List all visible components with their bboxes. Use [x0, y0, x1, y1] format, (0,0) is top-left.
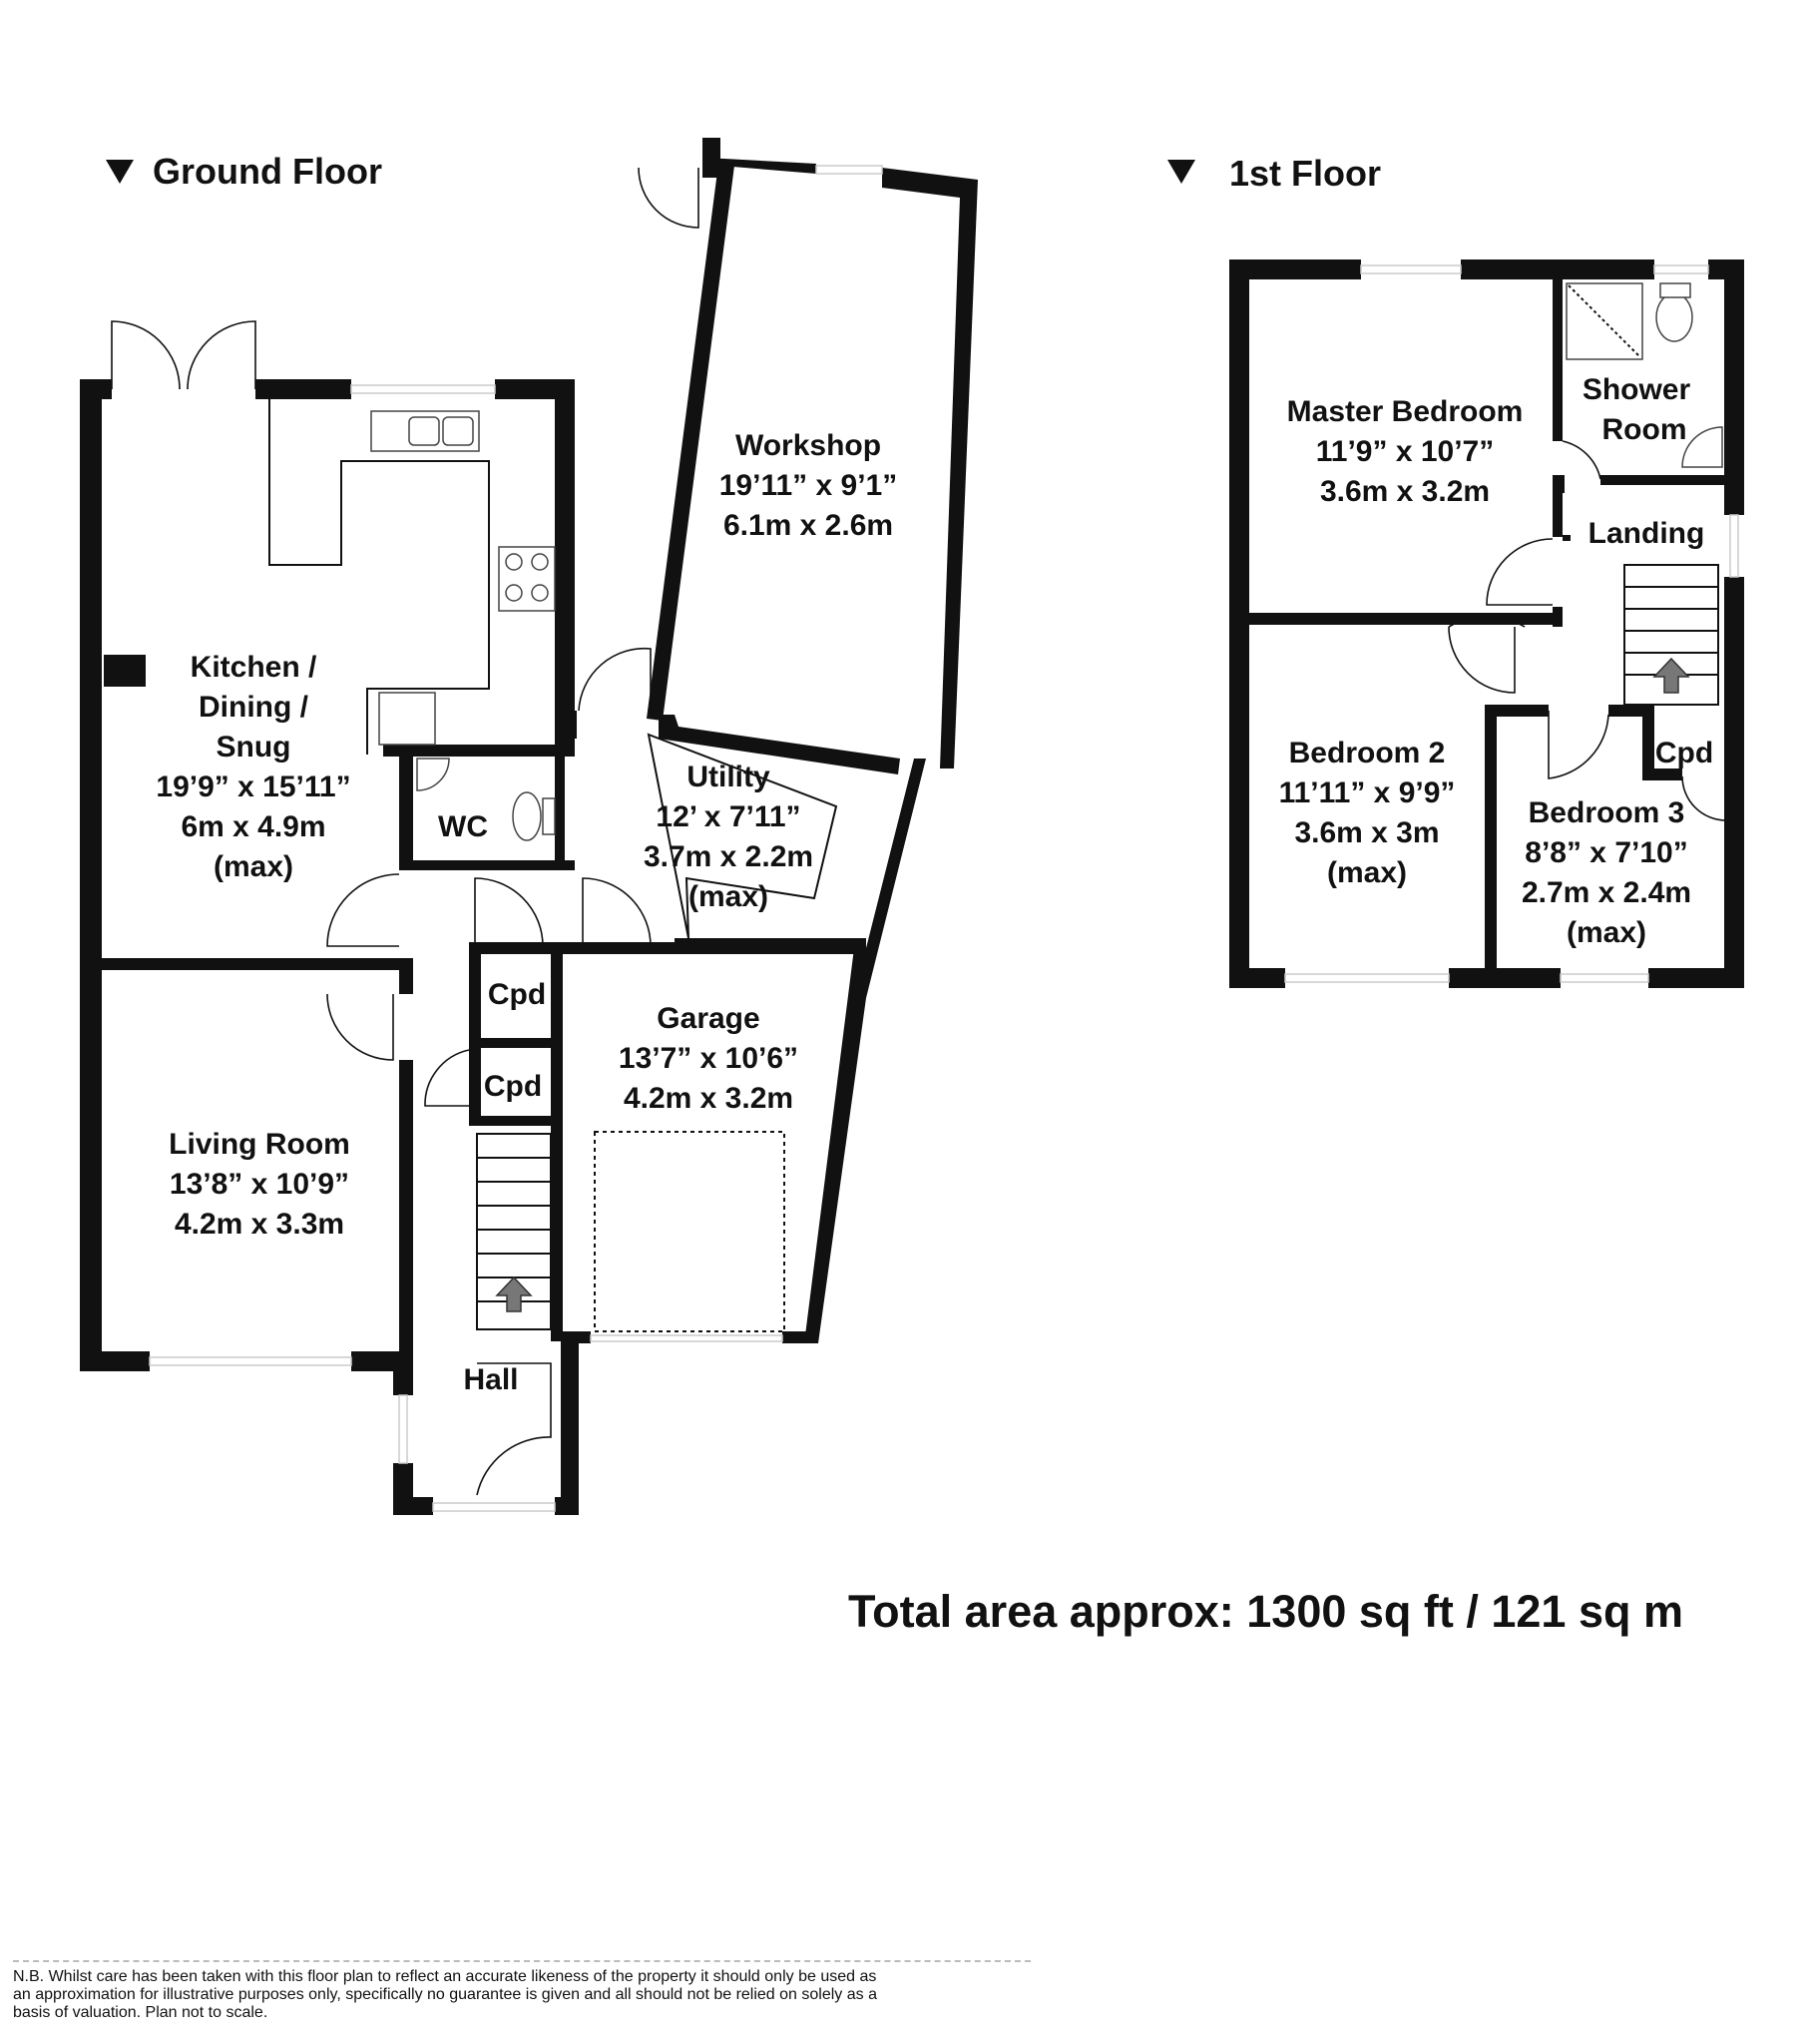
triangle-down-icon [1167, 160, 1195, 184]
ground-walls [80, 138, 978, 1515]
first-floor-title: 1st Floor [1229, 153, 1381, 194]
cpd-ground-1-name: Cpd [488, 978, 546, 1011]
first-windows [1284, 264, 1739, 983]
appliance-icon [378, 692, 436, 746]
corner-basin-icon [416, 758, 450, 791]
kitchen-name-1: Kitchen / [191, 651, 317, 684]
disclaimer-line-2: an approximation for illustrative purpos… [13, 1986, 877, 2003]
kitchen-units [104, 399, 838, 1332]
toilet-icon [512, 791, 542, 841]
utility-imperial: 12’ x 7’11” [656, 800, 800, 833]
utility-name: Utility [686, 761, 770, 793]
ground-doors [111, 167, 699, 1496]
workshop-metric: 6.1m x 2.6m [723, 509, 893, 542]
bedroom3-metric: 2.7m x 2.4m [1522, 876, 1691, 909]
first-fixtures [1566, 282, 1723, 468]
ground-floor-title: Ground Floor [153, 151, 382, 192]
first-floor: 1st Floor [1167, 153, 1744, 988]
disclaimer-line-1: N.B. Whilst care has been taken with thi… [13, 1968, 877, 1985]
kitchen-name-2: Dining / [199, 691, 309, 724]
ground-labels: Kitchen / Dining / Snug 19’9” x 15’11” 6… [156, 429, 897, 1396]
disclaimer-line-3: basis of valuation. Plan not to scale. [13, 2004, 268, 2021]
ground-floor: Ground Floor [80, 138, 978, 1515]
total-area: Total area approx: 1300 sq ft / 121 sq m [848, 1586, 1683, 1637]
first-doors [1448, 440, 1727, 821]
triangle-down-icon [106, 160, 134, 184]
wc-name: WC [438, 810, 488, 843]
shower-name-2: Room [1602, 413, 1687, 446]
bedroom2-note: (max) [1327, 856, 1407, 889]
ground-windows [149, 165, 883, 1512]
stairs-up-arrow-icon [495, 1276, 533, 1312]
first-walls [1229, 259, 1744, 988]
workshop-name: Workshop [735, 429, 881, 462]
master-name: Master Bedroom [1287, 395, 1524, 428]
living-metric: 4.2m x 3.3m [175, 1208, 344, 1241]
stairs-up-arrow-icon [1652, 657, 1690, 694]
bedroom2-metric: 3.6m x 3m [1294, 816, 1439, 849]
shower-name-1: Shower [1583, 373, 1691, 406]
corner-basin-icon [1681, 426, 1723, 468]
garage-imperial: 13’7” x 10’6” [619, 1042, 798, 1075]
bedroom2-name: Bedroom 2 [1289, 737, 1446, 769]
landing-name: Landing [1588, 517, 1705, 550]
bedroom2-imperial: 11’11” x 9’9” [1279, 776, 1456, 809]
divider [13, 1960, 1031, 1962]
chimney-breast [104, 655, 146, 687]
kitchen-metric: 6m x 4.9m [181, 810, 325, 843]
workshop-imperial: 19’11” x 9’1” [719, 469, 897, 502]
kitchen-imperial: 19’9” x 15’11” [156, 770, 350, 803]
master-imperial: 11’9” x 10’7” [1316, 435, 1494, 468]
hall-name: Hall [463, 1363, 518, 1396]
utility-metric: 3.7m x 2.2m [644, 840, 813, 873]
garage-name: Garage [657, 1002, 759, 1035]
disclaimer: N.B. Whilst care has been taken with thi… [13, 1968, 1001, 2022]
ground-stairs [476, 1133, 552, 1330]
utility-note: (max) [688, 880, 768, 913]
cpd-first-name: Cpd [1655, 737, 1713, 769]
master-metric: 3.6m x 3.2m [1320, 475, 1490, 508]
bedroom3-imperial: 8’8” x 7’10” [1525, 836, 1687, 869]
first-labels: Master Bedroom 11’9” x 10’7” 3.6m x 3.2m… [1279, 373, 1714, 949]
kitchen-name-3: Snug [217, 731, 291, 764]
bedroom3-note: (max) [1567, 916, 1646, 949]
living-imperial: 13’8” x 10’9” [170, 1168, 349, 1201]
kitchen-note: (max) [214, 850, 293, 883]
toilet-icon [1655, 292, 1693, 342]
garage-metric: 4.2m x 3.2m [624, 1082, 793, 1115]
first-stairs [1623, 564, 1719, 706]
bedroom3-name: Bedroom 3 [1529, 796, 1685, 829]
living-name: Living Room [169, 1128, 350, 1161]
cpd-ground-2-name: Cpd [484, 1070, 542, 1103]
